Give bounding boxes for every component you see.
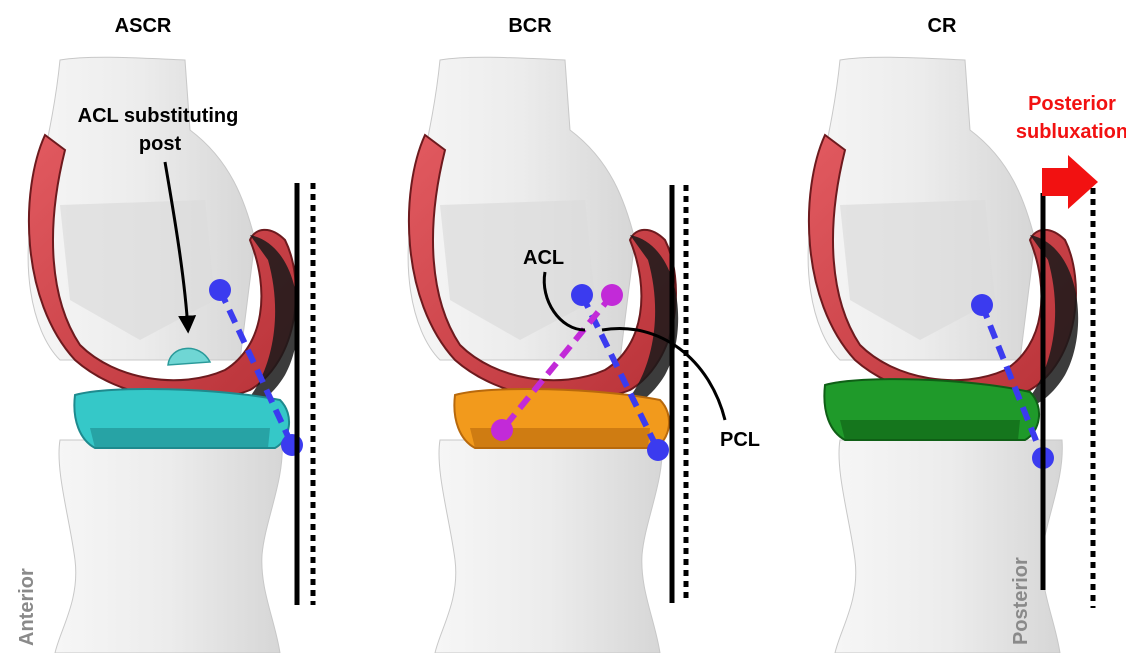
panel-title: BCR xyxy=(508,15,552,37)
acl-post-label-line1: ACL substituting xyxy=(78,105,239,127)
acl-tibial-attachment xyxy=(491,419,513,441)
acl-post-label-line2: post xyxy=(139,133,182,155)
pcl-femoral-attachment xyxy=(209,279,231,301)
panel-ascr: ASCR ACL substituting post Anterior xyxy=(16,15,313,653)
panel-cr: CR Posterior subluxation Posterior xyxy=(808,15,1126,653)
pcl-tibial-attachment xyxy=(281,434,303,456)
anterior-label: Anterior xyxy=(16,568,38,646)
tibial-insert-cr xyxy=(824,379,1039,440)
knee-bones-cr xyxy=(808,57,1078,653)
pcl-femoral-attachment xyxy=(571,284,593,306)
posterior-subluxation-arrow xyxy=(1042,155,1098,209)
knee-bones-bcr xyxy=(408,57,678,653)
tibial-insert-ascr xyxy=(74,389,289,448)
acl-label: ACL xyxy=(523,247,564,269)
pcl-tibial-attachment xyxy=(647,439,669,461)
tibial-insert-bcr xyxy=(454,389,669,448)
subluxation-label-line2: subluxation xyxy=(1016,121,1126,143)
pcl-femoral-attachment xyxy=(971,294,993,316)
subluxation-label-line1: Posterior xyxy=(1028,93,1116,115)
panel-title: ASCR xyxy=(115,15,172,37)
acl-femoral-attachment xyxy=(601,284,623,306)
posterior-label: Posterior xyxy=(1010,557,1032,645)
pcl-label: PCL xyxy=(720,429,760,451)
panel-bcr: BCR ACL PCL xyxy=(408,15,760,653)
panel-title: CR xyxy=(928,15,957,37)
